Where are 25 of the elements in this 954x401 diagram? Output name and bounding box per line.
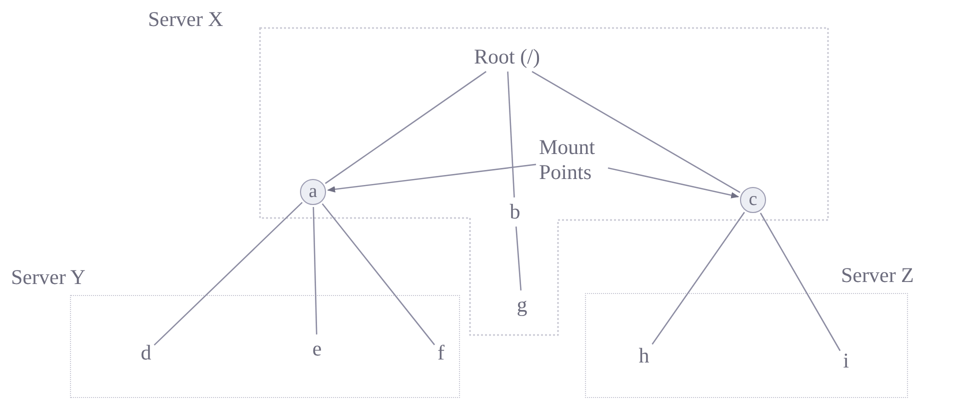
tree-line	[532, 70, 740, 194]
directory-label: e	[312, 337, 322, 361]
directory-label: d	[140, 341, 152, 365]
directory-label: b	[510, 200, 520, 224]
server-label: Server Y	[11, 266, 86, 290]
tree-line	[312, 206, 318, 334]
tree-line	[515, 226, 522, 290]
directory-label: h	[638, 344, 650, 368]
directory-label: f	[438, 341, 444, 365]
arrow	[327, 164, 536, 192]
tree-line	[324, 71, 486, 184]
directory-label: g	[516, 293, 528, 317]
tree-line	[507, 72, 515, 198]
directory-label: Root (/)	[474, 45, 540, 69]
annotation-text: Mount Points	[539, 134, 605, 186]
directory-label: i	[843, 349, 849, 373]
tree-line	[652, 212, 745, 345]
mount-point-node: a	[300, 179, 326, 205]
server-label: Server Z	[841, 264, 914, 288]
server-label: Server X	[148, 8, 224, 32]
tree-line	[154, 202, 303, 346]
tree-line	[760, 212, 841, 352]
mount-point-node: c	[740, 187, 766, 213]
arrow	[608, 167, 740, 198]
tree-line	[322, 203, 435, 346]
